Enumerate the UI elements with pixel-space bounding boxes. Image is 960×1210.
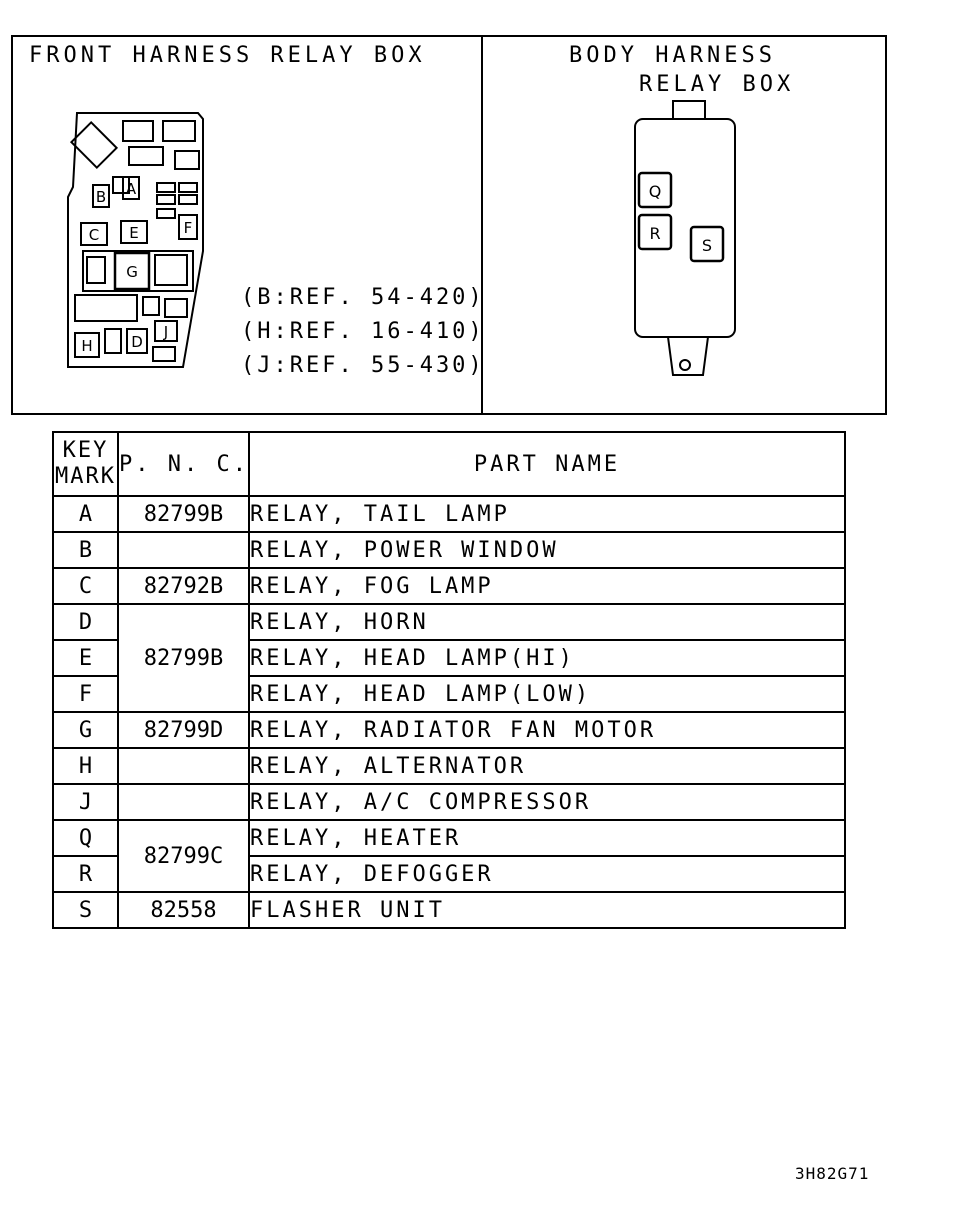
table-row: C 82792B RELAY, FOG LAMP xyxy=(52,567,846,605)
table-row: A 82799B RELAY, TAIL LAMP xyxy=(52,495,846,533)
pnc-header: P. N. C. xyxy=(117,431,250,497)
marker-f: F xyxy=(184,219,193,237)
table-row: R RELAY, DEFOGGER xyxy=(52,855,846,893)
table-row: G 82799D RELAY, RADIATOR FAN MOTOR xyxy=(52,711,846,749)
body-box-markers: Q R S xyxy=(637,171,725,263)
key-cell: R xyxy=(52,855,119,893)
pnc-cell: 82799B xyxy=(117,495,250,533)
part-name-cell: RELAY, HORN xyxy=(248,603,846,641)
key-cell: G xyxy=(52,711,119,749)
body-box-title-line1: BODY HARNESS xyxy=(569,43,776,68)
table-row: H RELAY, ALTERNATOR xyxy=(52,747,846,785)
key-cell: B xyxy=(52,531,119,569)
relay-box-drawings: A B C E F G J D H Q R S xyxy=(67,100,736,376)
part-name-header: PART NAME xyxy=(248,431,846,497)
marker-e: E xyxy=(129,224,138,242)
table-row: Q 82799C RELAY, HEATER xyxy=(52,819,846,893)
marker-d: D xyxy=(131,333,143,351)
panel-divider xyxy=(481,37,483,413)
marker-q: Q xyxy=(649,182,662,201)
table-row: F RELAY, HEAD LAMP(LOW) xyxy=(52,675,846,713)
drawing-code: 3H82G71 xyxy=(795,1164,870,1183)
marker-b: B xyxy=(96,188,106,206)
pnc-cell: 82799C xyxy=(117,819,250,893)
part-name-cell: RELAY, POWER WINDOW xyxy=(248,531,846,569)
table-header-row: KEY MARK P. N. C. PART NAME xyxy=(52,431,846,497)
pnc-cell xyxy=(117,783,250,821)
ref-h: (H:REF. 16-410) xyxy=(241,319,485,344)
marker-a: A xyxy=(126,180,137,198)
parts-table: KEY MARK P. N. C. PART NAME A 82799B REL… xyxy=(52,431,846,929)
key-mark-header: KEY MARK xyxy=(52,431,119,497)
front-relay-box-outline xyxy=(67,100,736,376)
key-cell: E xyxy=(52,639,119,677)
table-row: S 82558 FLASHER UNIT xyxy=(52,891,846,929)
part-name-cell: RELAY, ALTERNATOR xyxy=(248,747,846,785)
pnc-cell: 82799D xyxy=(117,711,250,749)
part-name-cell: FLASHER UNIT xyxy=(248,891,846,929)
part-name-cell: RELAY, HEAD LAMP(HI) xyxy=(248,639,846,677)
table-row: E RELAY, HEAD LAMP(HI) xyxy=(52,639,846,677)
table-row: B RELAY, POWER WINDOW xyxy=(52,531,846,569)
pnc-cell: 82792B xyxy=(117,567,250,605)
part-name-cell: RELAY, FOG LAMP xyxy=(248,567,846,605)
front-box-title: FRONT HARNESS RELAY BOX xyxy=(29,43,426,68)
key-cell: H xyxy=(52,747,119,785)
part-name-cell: RELAY, RADIATOR FAN MOTOR xyxy=(248,711,846,749)
body-box-title-line2: RELAY BOX xyxy=(639,72,795,97)
marker-s: S xyxy=(702,236,712,255)
pnc-cell xyxy=(117,531,250,569)
table-row: D 82799B RELAY, HORN xyxy=(52,603,846,713)
diagram-frame: FRONT HARNESS RELAY BOX BODY HARNESS REL… xyxy=(11,35,887,415)
key-cell: Q xyxy=(52,819,119,857)
key-cell: D xyxy=(52,603,119,641)
part-name-cell: RELAY, HEATER xyxy=(248,819,846,857)
pnc-cell: 82558 xyxy=(117,891,250,929)
ref-b: (B:REF. 54-420) xyxy=(241,285,485,310)
part-name-cell: RELAY, HEAD LAMP(LOW) xyxy=(248,675,846,713)
key-cell: A xyxy=(52,495,119,533)
pnc-cell: 82799B xyxy=(117,603,250,713)
marker-h: H xyxy=(81,337,92,355)
marker-j: J xyxy=(163,323,168,341)
marker-c: C xyxy=(89,226,99,244)
key-cell: C xyxy=(52,567,119,605)
ref-j: (J:REF. 55-430) xyxy=(241,353,485,378)
key-cell: J xyxy=(52,783,119,821)
part-name-cell: RELAY, TAIL LAMP xyxy=(248,495,846,533)
marker-r: R xyxy=(649,224,660,243)
marker-g: G xyxy=(126,263,138,281)
table-row: J RELAY, A/C COMPRESSOR xyxy=(52,783,846,821)
key-cell: F xyxy=(52,675,119,713)
part-name-cell: RELAY, DEFOGGER xyxy=(248,855,846,893)
part-name-cell: RELAY, A/C COMPRESSOR xyxy=(248,783,846,821)
pnc-cell xyxy=(117,747,250,785)
key-cell: S xyxy=(52,891,119,929)
front-box-markers: A B C E F G J D H xyxy=(74,176,198,358)
